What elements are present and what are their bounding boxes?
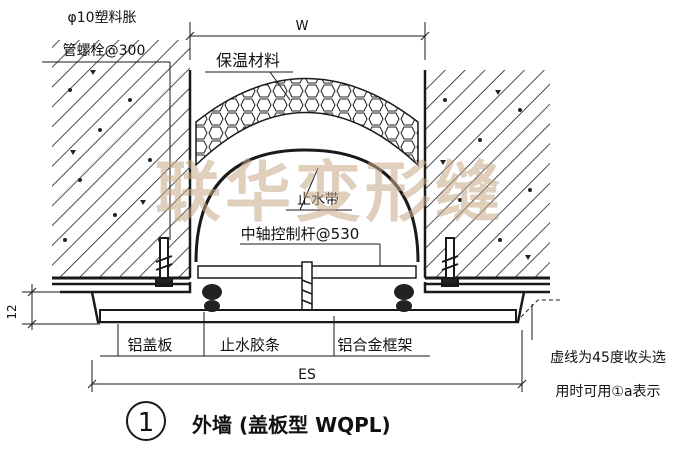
dashed-45-line — [515, 299, 560, 323]
alu-cover-label: 铝盖板 — [127, 336, 172, 354]
width-w-label: W — [296, 19, 309, 34]
caption-number-circle — [126, 401, 166, 441]
dim-12-label: 12 — [5, 304, 19, 319]
insulation-leader — [205, 71, 293, 101]
right-anchor-bolt — [441, 237, 459, 287]
center-rod-label: 中轴控制杆@530 — [241, 225, 360, 243]
bolt-spec-leader — [42, 61, 171, 240]
note-line2: 用时可用①a表示 — [555, 384, 660, 400]
joint-faces — [188, 70, 427, 278]
es-dimension — [87, 330, 527, 392]
caption-text: 外墙 (盖板型 WQPL) — [192, 413, 391, 437]
insulation-fill — [195, 77, 419, 167]
left-anchor-bolt — [155, 237, 173, 287]
watermark: 联华变形缝 — [155, 154, 505, 231]
dim-12 — [22, 284, 100, 330]
insulation-label: 保温材料 — [216, 51, 280, 70]
bolt-spec-line1: φ10塑料胀 — [67, 10, 136, 26]
note-line1: 虚线为45度收头选 — [550, 350, 666, 366]
rubber-strip-label: 止水胶条 — [220, 336, 280, 354]
rubber-strip-left — [202, 284, 222, 312]
caption-number: 1 — [138, 408, 155, 438]
rubber-strip-right — [394, 284, 414, 312]
component-leaders — [100, 312, 430, 357]
bolt-spec-line2: 管螺栓@300 — [63, 43, 146, 59]
waterstop-label: 止水带 — [297, 192, 339, 208]
width-w-dimension — [185, 22, 430, 60]
alu-cover-plate — [99, 309, 517, 323]
waterstop-label-box — [286, 167, 352, 211]
es-label: ES — [298, 367, 316, 383]
waterstop-arch — [194, 148, 420, 263]
alu-frame-label: 铝合金框架 — [337, 336, 412, 354]
